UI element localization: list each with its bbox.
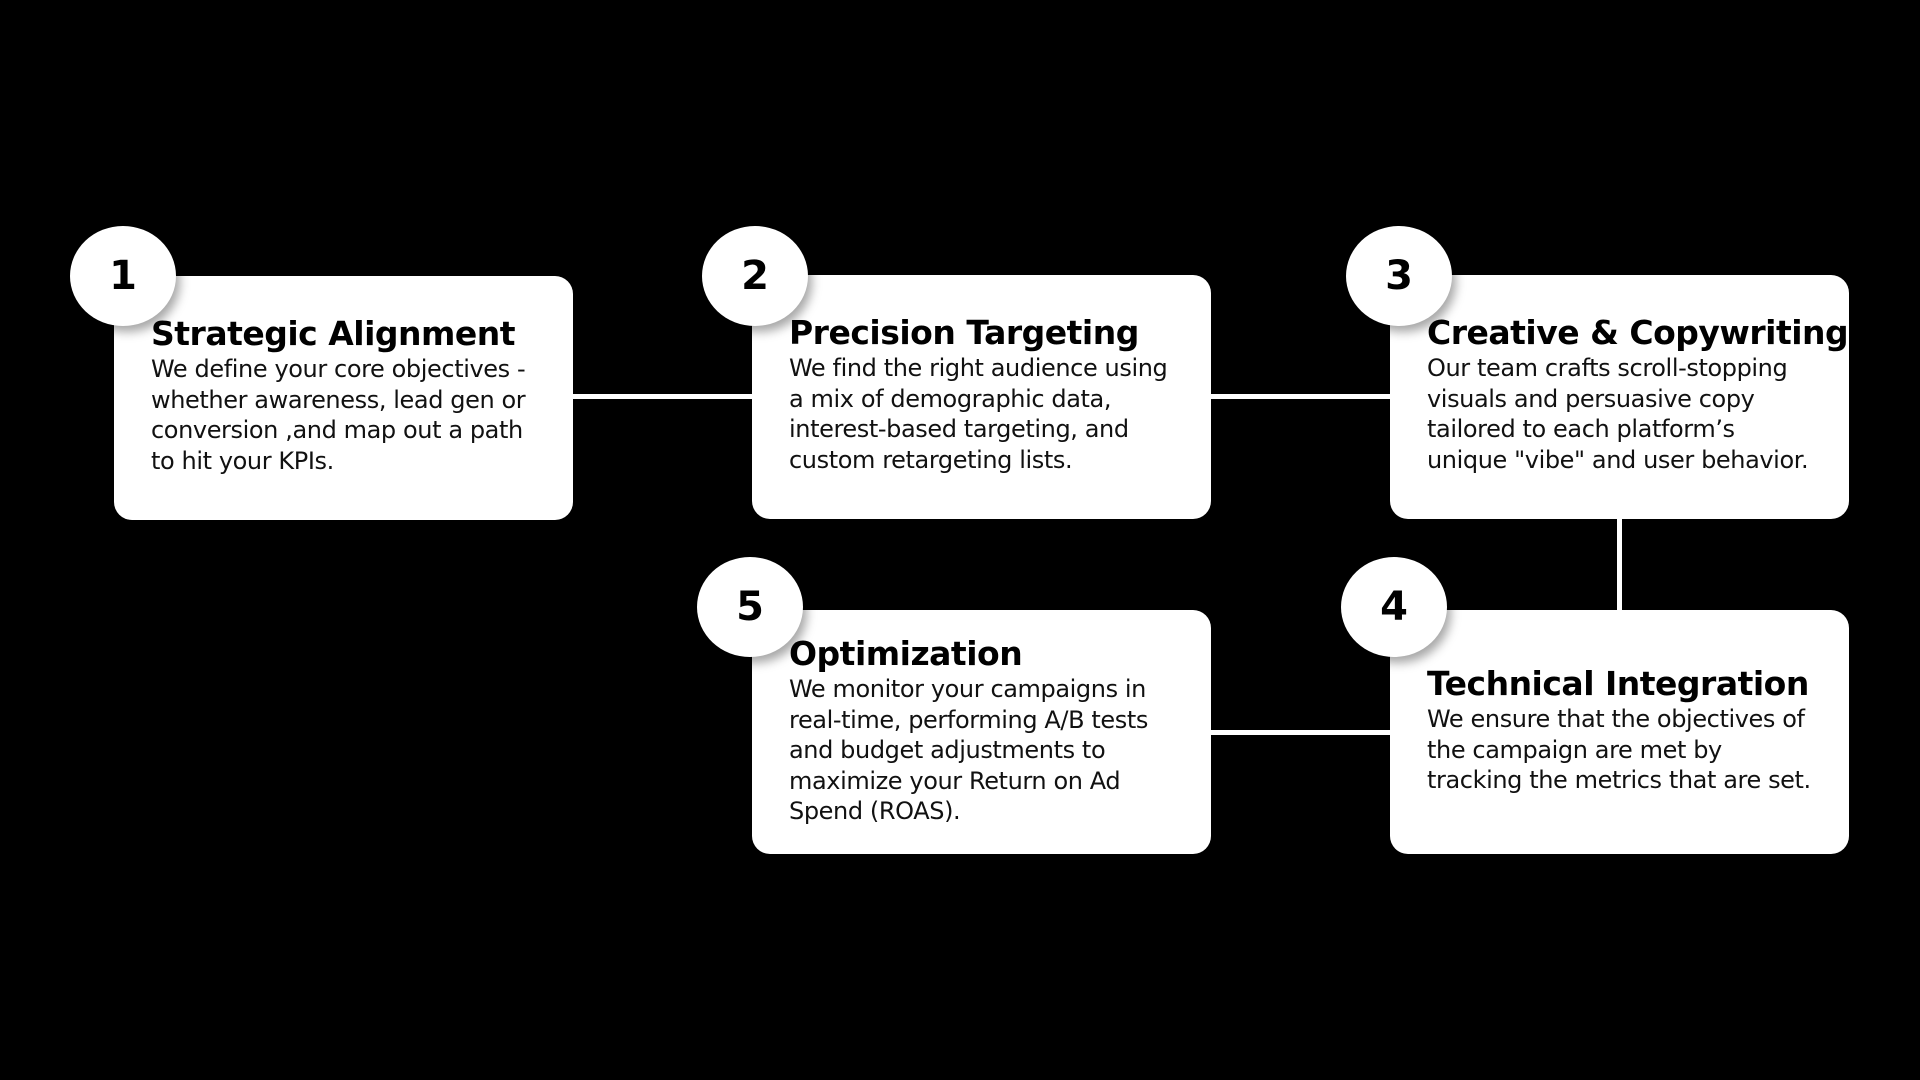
- step-card-4: Technical Integration We ensure that the…: [1390, 610, 1849, 854]
- step-description: We define your core objectives - whether…: [151, 355, 526, 475]
- connector-4-5: [1211, 730, 1392, 735]
- step-title: Precision Targeting: [789, 313, 1139, 352]
- step-number-badge-3: 3: [1346, 226, 1452, 326]
- step-description: Our team crafts scroll-stopping visuals …: [1427, 354, 1809, 474]
- step-card-1: Strategic Alignment We define your core …: [114, 276, 573, 520]
- step-number-badge-5: 5: [697, 557, 803, 657]
- step-number: 3: [1385, 253, 1413, 299]
- step-number-badge-4: 4: [1341, 557, 1447, 657]
- connector-1-2: [573, 394, 754, 399]
- step-number: 4: [1380, 584, 1408, 630]
- connector-3-4: [1617, 518, 1622, 610]
- step-card-3: Creative & Copywriting Our team crafts s…: [1390, 275, 1849, 519]
- step-card-5: Optimization We monitor your campaigns i…: [752, 610, 1211, 854]
- step-description: We find the right audience using a mix o…: [789, 354, 1168, 474]
- step-number: 1: [109, 253, 137, 299]
- step-card-2: Precision Targeting We find the right au…: [752, 275, 1211, 519]
- step-description: We ensure that the objectives of the cam…: [1427, 705, 1811, 794]
- step-title: Strategic Alignment: [151, 314, 516, 353]
- connector-2-3: [1211, 394, 1392, 399]
- step-title: Optimization: [789, 634, 1023, 673]
- step-title: Creative & Copywriting: [1427, 313, 1849, 352]
- step-number-badge-1: 1: [70, 226, 176, 326]
- step-description: We monitor your campaigns in real-time, …: [789, 675, 1148, 825]
- step-number: 5: [736, 584, 764, 630]
- step-number-badge-2: 2: [702, 226, 808, 326]
- step-number: 2: [741, 253, 769, 299]
- step-title: Technical Integration: [1427, 664, 1809, 703]
